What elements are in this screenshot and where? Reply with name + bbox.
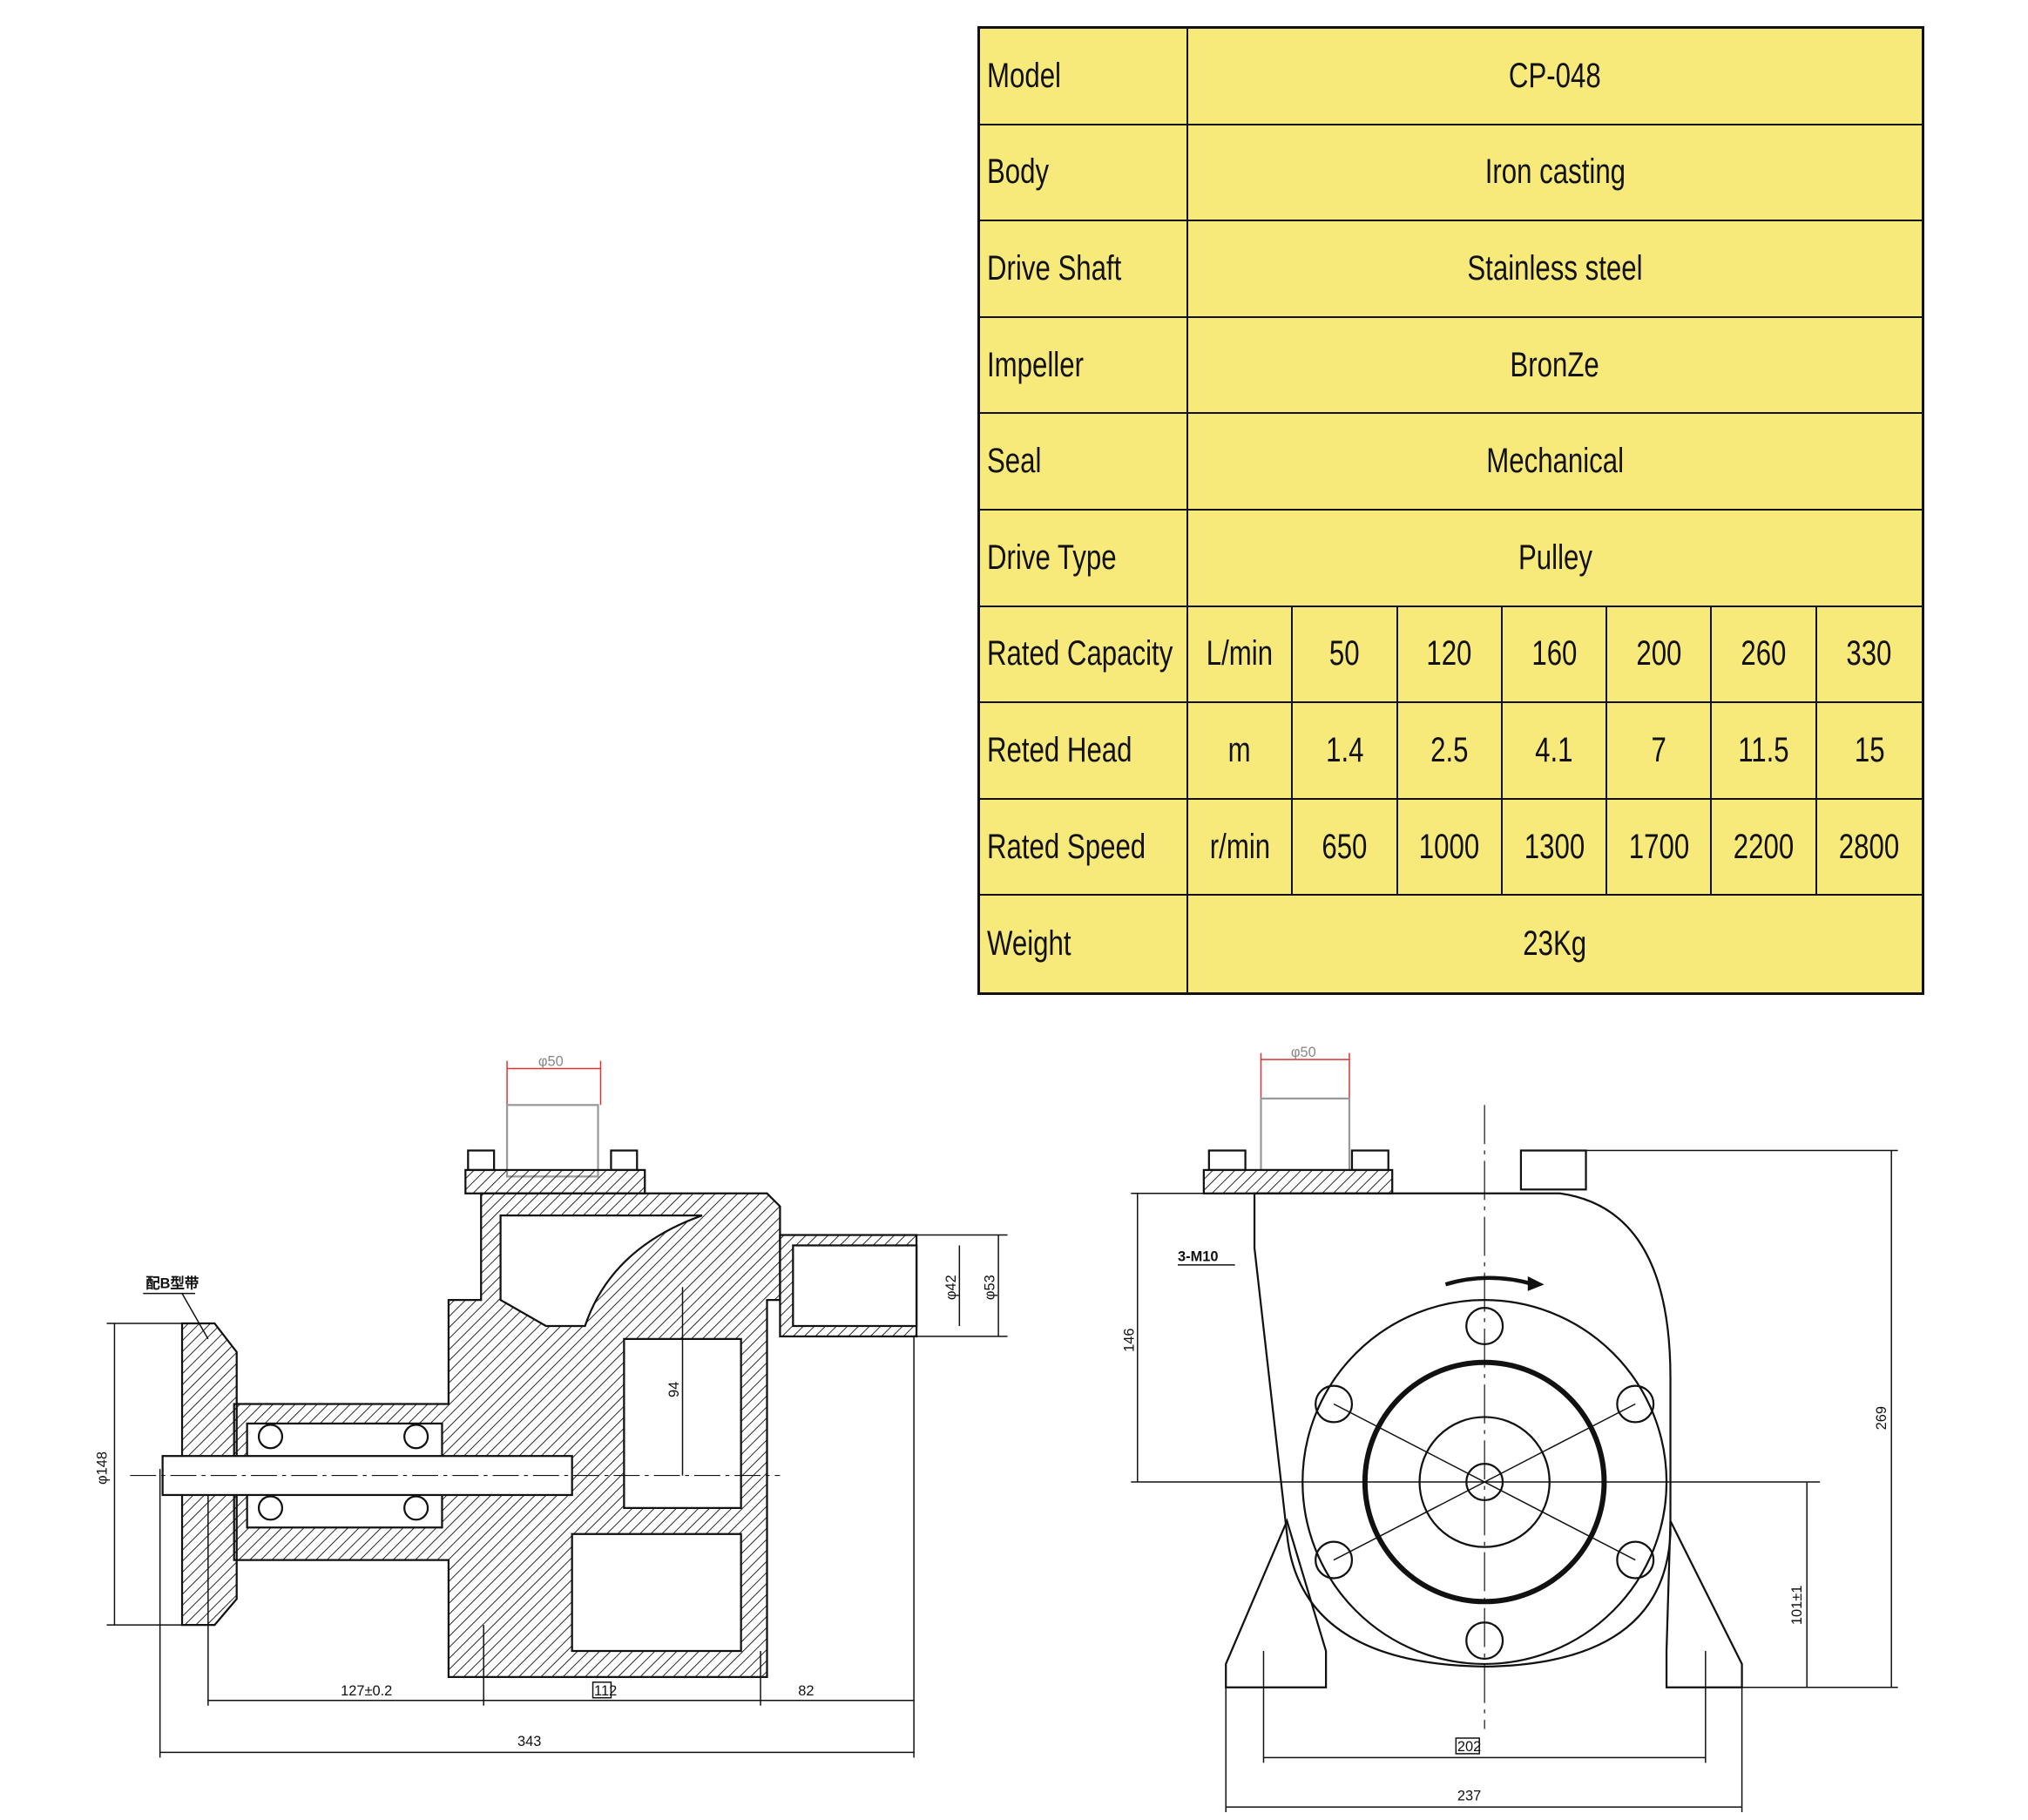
side-section-view: φ50 φ148 配B型带 φ42 φ53 94 127±0.2 112 8 <box>94 1054 1008 1758</box>
overall-length-label: 343 <box>517 1734 541 1749</box>
inlet-dia-label: φ50 <box>538 1054 564 1070</box>
value-cell: 15 <box>1816 703 1922 800</box>
row-label-drive-shaft: Drive Shaft <box>980 221 1188 318</box>
seal-value: Mechanical <box>1188 414 1922 511</box>
belt-note: 配B型带 <box>145 1275 199 1292</box>
dim-b-label: 112 <box>594 1683 617 1699</box>
inlet-flange <box>464 1168 646 1194</box>
value-cell: 1700 <box>1607 799 1713 896</box>
impeller-value: BronZe <box>1188 318 1922 415</box>
value-cell: 120 <box>1397 606 1503 704</box>
outlet-outer-label: φ53 <box>983 1275 998 1300</box>
row-label-impeller: Impeller <box>980 317 1188 415</box>
foot-spacing-label: 202 <box>1457 1739 1481 1755</box>
right-foot <box>1665 1520 1743 1688</box>
weight-value: 23Kg <box>1523 924 1587 964</box>
center-to-inlet-label: 146 <box>1121 1328 1137 1351</box>
front-inlet-dia-label: φ50 <box>1291 1045 1316 1060</box>
pulley-dia-label: φ148 <box>94 1451 110 1485</box>
value-cell: 7 <box>1607 703 1713 800</box>
value-cell: 50 <box>1293 606 1398 704</box>
unit-cell: L/min <box>1188 606 1294 704</box>
row-label-body: Body <box>980 125 1188 222</box>
center-height-label: 101±1 <box>1789 1586 1805 1626</box>
value-cell: 2200 <box>1712 799 1817 896</box>
drive-shaft-value: Stainless steel <box>1188 221 1922 318</box>
foot-width-label: 237 <box>1457 1789 1481 1804</box>
inlet-nozzle <box>505 1104 599 1178</box>
value-cell: 4.1 <box>1502 703 1608 800</box>
outlet-height-label: 94 <box>666 1382 682 1397</box>
row-label-weight: Weight <box>980 896 1188 992</box>
row-label-rated-head: Reted Head <box>980 703 1188 800</box>
row-label-rated-speed: Rated Speed <box>980 799 1188 896</box>
value-cell: 1300 <box>1502 799 1608 896</box>
value-cell: 200 <box>1607 606 1713 704</box>
plug-nut <box>1519 1149 1587 1191</box>
specification-table: Model CP-048 Body Iron casting Drive Sha… <box>977 26 1924 995</box>
row-label-drive-type: Drive Type <box>980 510 1188 607</box>
value-cell: 1.4 <box>1293 703 1398 800</box>
dim-a-label: 127±0.2 <box>341 1683 392 1699</box>
overall-height-label: 269 <box>1874 1406 1889 1430</box>
body-value: Iron casting <box>1188 125 1922 222</box>
value-cell: 160 <box>1502 606 1608 704</box>
value-cell: 1000 <box>1397 799 1503 896</box>
rotation-arrow-icon <box>1444 1275 1535 1287</box>
left-foot <box>1225 1518 1328 1688</box>
front-view: φ50 146 3-M10 269 101±1 202 <box>1121 1045 1898 1813</box>
value-cell: 11.5 <box>1712 703 1817 800</box>
volute-casing <box>1253 1192 1672 1668</box>
value-cell: 2.5 <box>1397 703 1503 800</box>
value-cell: 2800 <box>1816 800 1922 896</box>
bolts-label: 3-M10 <box>1178 1248 1219 1264</box>
value-cell: 650 <box>1293 799 1398 896</box>
front-inlet-nozzle <box>1260 1097 1351 1172</box>
value-cell: 330 <box>1816 607 1922 704</box>
model-value: CP-048 <box>1188 29 1922 125</box>
value-cell: 260 <box>1712 606 1817 704</box>
dim-c-label: 82 <box>798 1683 814 1699</box>
row-label-rated-capacity: Rated Capacity <box>980 606 1188 704</box>
drive-type-value: Pulley <box>1188 511 1922 607</box>
unit-cell: m <box>1188 703 1294 800</box>
outlet-inner-label: φ42 <box>943 1275 959 1300</box>
row-label-seal: Seal <box>980 414 1188 511</box>
row-label-model: Model <box>980 29 1188 125</box>
unit-cell: r/min <box>1188 799 1294 896</box>
